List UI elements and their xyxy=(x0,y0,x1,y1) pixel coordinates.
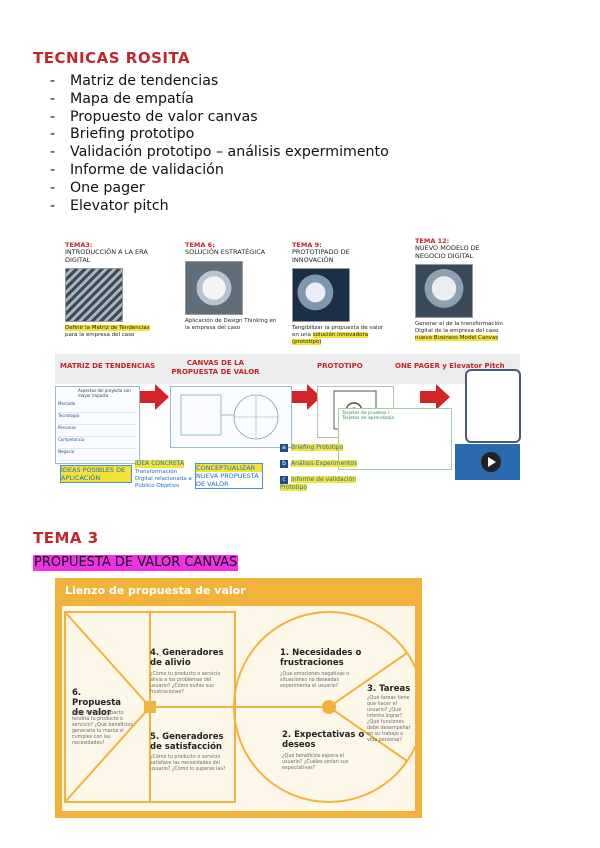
technique-label: Briefing prototipo xyxy=(70,126,194,142)
nueva-propuesta-label: NUEVA PROPUESTA DE VALOR xyxy=(196,472,262,488)
step-label: Análisis Experimentos xyxy=(291,460,357,467)
idea-concreta-label: IDEA CONCRETA xyxy=(135,460,184,468)
step-label: Briefing Prototipo xyxy=(291,444,343,451)
conceptualizar-box: CONCEPTUALIZAR NUEVA PROPUESTA DE VALOR xyxy=(195,463,263,489)
technique-list: -Matriz de tendencias-Mapa de empatía-Pr… xyxy=(50,73,389,215)
bullet-marker: - xyxy=(50,91,70,109)
trend-matrix: Aspectos del proyecto con mayor impacto … xyxy=(55,386,140,464)
theme-caption: Tangibilizar la propuesta de valor en un… xyxy=(292,325,387,346)
section-heading: TEMA 3 xyxy=(33,529,99,547)
theme-card-9: TEMA 9: PROTOTIPADO DE INNOVACIÓN Tangib… xyxy=(292,242,387,346)
technique-item: -Validación prototipo – análisis expermi… xyxy=(50,144,389,162)
highlighted-subheading: PROPUESTA DE VALOR CANVAS xyxy=(33,555,238,571)
matrix-row: Tecnología xyxy=(58,413,136,425)
stage-label-matriz: MATRIZ DE TENDENCIAS xyxy=(60,362,155,370)
step-letter: b xyxy=(280,460,288,468)
s3-text: ¿Qué tareas tiene que hacer el usuario? … xyxy=(367,696,412,744)
s1-title: 1. Necesidades o frustraciones xyxy=(280,648,370,668)
step-letter: c xyxy=(280,476,288,484)
theme-caption: Generar el de la transformación Digital … xyxy=(415,321,510,342)
technique-label: Validación prototipo – análisis expermim… xyxy=(70,144,389,160)
technique-label: Elevator pitch xyxy=(70,198,169,214)
bullet-marker: - xyxy=(50,180,70,198)
s5-title: 5. Generadores de satisfacción xyxy=(150,732,232,752)
arrow-right-icon xyxy=(420,384,450,410)
bullet-marker: - xyxy=(50,162,70,180)
s6-text: ¿Qué tipo de impacto tendría tu producto… xyxy=(72,711,142,747)
technique-item: -Elevator pitch xyxy=(50,198,389,216)
s3-title: 3. Tareas xyxy=(367,684,412,694)
arrow-right-icon xyxy=(139,384,169,410)
theme-subtitle: INTRODUCCIÓN A LA ERA DIGITAL xyxy=(65,249,160,264)
technique-label: Informe de validación xyxy=(70,162,224,178)
technique-item: -Informe de validación xyxy=(50,162,389,180)
technique-item: -Propuesto de valor canvas xyxy=(50,109,389,127)
step-label: Informe de validación Prototipo xyxy=(280,476,356,491)
s4-title: 4. Generadores de alivio xyxy=(150,648,230,668)
technique-item: -Briefing prototipo xyxy=(50,126,389,144)
matrix-row: Mercado xyxy=(58,401,136,413)
theme-card-6: TEMA 6: SOLUCIÓN ESTRATÉGICA Aplicación … xyxy=(185,242,280,332)
technique-label: Matriz de tendencias xyxy=(70,73,218,89)
canvas-body: 4. Generadores de alivio ¿Cómo tu produc… xyxy=(62,606,415,811)
theme-card-3: TEMA3: INTRODUCCIÓN A LA ERA DIGITAL Def… xyxy=(65,242,160,339)
bullet-marker: - xyxy=(50,198,70,216)
stage-label-canvas: CANVAS DE LA PROPUESTA DE VALOR xyxy=(168,359,263,377)
theme-card-12: TEMA 12: NUEVO MODELO DE NEGOCIO DIGITAL… xyxy=(415,238,510,342)
canvas-title: Lienzo de propuesta de valor xyxy=(65,584,246,597)
technique-label: Propuesto de valor canvas xyxy=(70,109,258,125)
bullet-marker: - xyxy=(50,109,70,127)
theme-caption: Aplicación de Design Thinking en la empr… xyxy=(185,318,280,332)
matrix-row: Negocio xyxy=(58,449,136,461)
step-letter: a xyxy=(280,444,288,452)
s2-text: ¿Qué beneficios espera el usuario? ¿Cuál… xyxy=(282,754,357,772)
technique-item: -Matriz de tendencias xyxy=(50,73,389,91)
value-canvas-sketch xyxy=(170,386,292,448)
play-icon[interactable] xyxy=(481,452,501,472)
phone-mockup xyxy=(465,369,521,443)
s5-text: ¿Cómo tu producto o servicio satisface l… xyxy=(150,755,228,773)
buildings-photo xyxy=(65,268,123,322)
board-title: Tarjetas de pruebas / Tarjetas de aprend… xyxy=(342,411,402,421)
canvas-diagram-icon xyxy=(171,387,291,447)
technique-item: -Mapa de empatía xyxy=(50,91,389,109)
ideas-label: IDEAS POSIBLES DE APLICACIÓN xyxy=(60,465,132,483)
theme-caption: Definir la Matriz de Tendencias para la … xyxy=(65,325,160,339)
watch-photo xyxy=(185,261,243,315)
theme-subtitle: SOLUCIÓN ESTRATÉGICA xyxy=(185,249,280,257)
pitch-video-thumb xyxy=(455,444,520,480)
bullet-marker: - xyxy=(50,73,70,91)
technique-item: -One pager xyxy=(50,180,389,198)
theme-subtitle: PROTOTIPADO DE INNOVACIÓN xyxy=(292,249,387,264)
prototype-step: aBriefing Prototipo xyxy=(280,444,370,452)
theme-subtitle: NUEVO MODELO DE NEGOCIO DIGITAL xyxy=(415,245,510,260)
value-proposition-canvas: Lienzo de propuesta de valor 4. Generado… xyxy=(55,578,422,818)
s4-text: ¿Cómo tu producto o servicio alivia a lo… xyxy=(150,672,228,696)
technique-label: Mapa de empatía xyxy=(70,91,194,107)
matrix-row: Personas xyxy=(58,425,136,437)
bullet-marker: - xyxy=(50,144,70,162)
s1-text: ¿Qué emociones negativas o situaciones n… xyxy=(280,672,360,690)
course-roadmap-collage: TEMA3: INTRODUCCIÓN A LA ERA DIGITAL Def… xyxy=(55,236,520,508)
molecule-photo xyxy=(292,268,350,322)
matrix-header: Aspectos del proyecto con mayor impacto xyxy=(78,388,139,398)
stage-label-prototipo: PROTOTIPO xyxy=(317,362,363,370)
bullet-marker: - xyxy=(50,126,70,144)
conceptualizar-label: CONCEPTUALIZAR xyxy=(196,464,262,472)
page-heading: TECNICAS ROSITA xyxy=(33,49,190,67)
globe-photo xyxy=(415,264,473,318)
matrix-row: Competencia xyxy=(58,437,136,449)
technique-label: One pager xyxy=(70,180,145,196)
idea-description: Transformación Digital relacionada a Púb… xyxy=(135,469,195,490)
s2-title: 2. Expectativas o deseos xyxy=(282,730,367,750)
